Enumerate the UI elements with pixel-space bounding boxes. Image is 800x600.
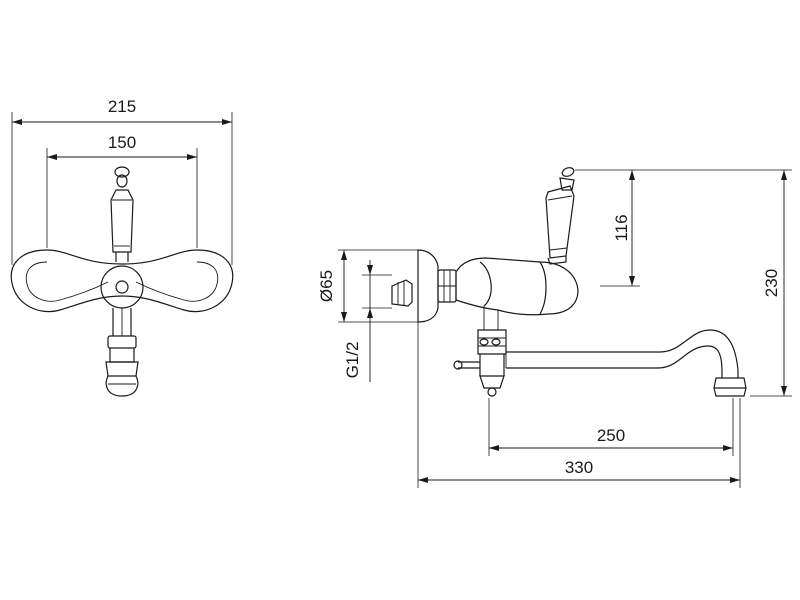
wall-connector — [391, 279, 413, 307]
dim-centers: 150 — [46, 133, 198, 248]
dim-thread: G1/2 — [343, 260, 392, 382]
dim-total-height: 230 — [640, 169, 792, 397]
side-body — [455, 257, 579, 330]
dim-overall-width-label: 215 — [108, 97, 136, 116]
dim-overall-width: 215 — [11, 97, 233, 265]
side-diverter — [453, 329, 507, 397]
side-handle — [545, 167, 575, 265]
dim-total-height-label: 230 — [762, 269, 781, 297]
front-body — [10, 249, 234, 313]
dim-total-projection-label: 330 — [565, 458, 593, 477]
dim-total-projection: 330 — [417, 322, 741, 488]
dim-handle-height: 116 — [575, 169, 640, 287]
dim-spout-reach-label: 250 — [597, 426, 625, 445]
dim-thread-label: G1/2 — [343, 342, 362, 379]
front-stem — [105, 308, 139, 397]
dim-spout-reach: 250 — [488, 398, 734, 456]
front-handle — [110, 166, 134, 262]
wall-flange — [417, 249, 457, 323]
dim-centers-label: 150 — [108, 133, 136, 152]
side-view: Ø65 G1/2 116 230 — [317, 167, 792, 488]
side-spout — [505, 329, 747, 397]
dim-flange-diameter: Ø65 — [317, 249, 418, 323]
dim-handle-height-label: 116 — [612, 214, 631, 241]
dim-flange-diameter-label: Ø65 — [317, 270, 336, 302]
front-view: 215 150 — [10, 97, 234, 397]
